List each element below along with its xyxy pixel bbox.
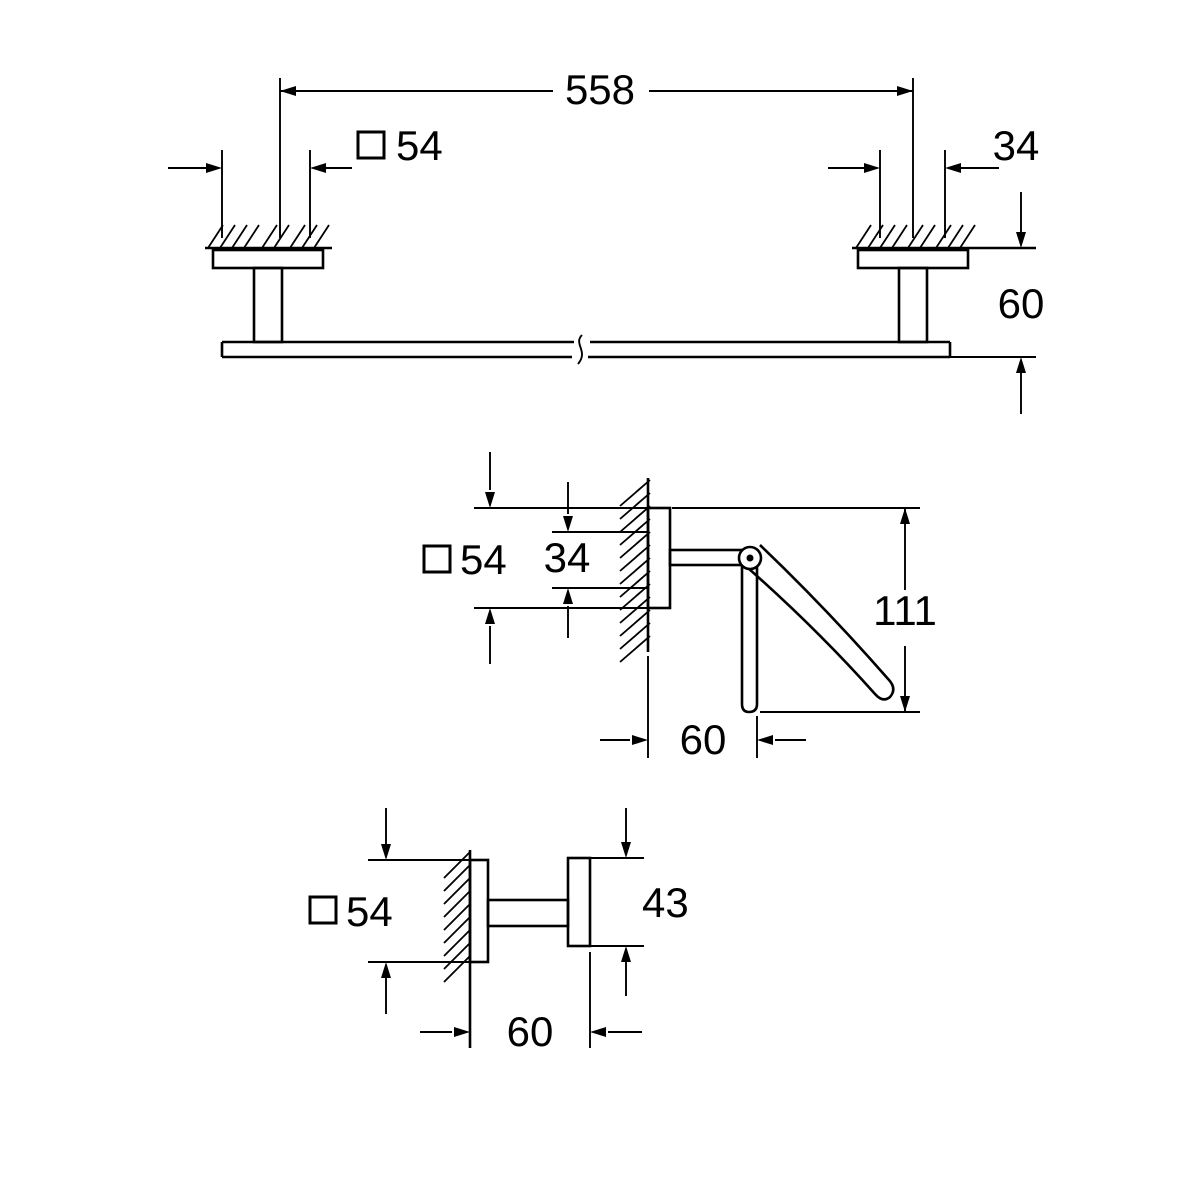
dim-54-arrow-right (310, 163, 326, 173)
dim-34-arrow-bottom (563, 588, 573, 604)
paper-holder-view: 54 34 111 60 (422, 452, 937, 763)
rail-bar (220, 340, 952, 359)
dim-558-arrow-right (897, 86, 913, 96)
wall-plate-right (856, 248, 970, 270)
dim-label-projection: 60 (680, 716, 727, 763)
hook-arm (486, 898, 570, 928)
towel-rail-view: 558 54 34 60 (168, 66, 1044, 414)
dim-111-arrow-bottom (900, 696, 910, 712)
dim-label-bracket: 34 (544, 534, 591, 581)
hook-head (566, 856, 592, 948)
wall-plate-left (211, 248, 325, 270)
dim-label-plate: 54 (346, 888, 393, 935)
square-profile-icon (356, 130, 386, 160)
pivot-center-dot (746, 554, 754, 562)
dim-label-height: 111 (873, 587, 937, 634)
dim-111-extensions (672, 507, 920, 713)
dim-60-arrow-top (1016, 232, 1026, 248)
dim-54-arrow-top (381, 844, 391, 860)
robe-hook-view: 54 43 60 (308, 808, 689, 1055)
roll-post (740, 562, 759, 714)
dim-54-arrow-bottom (381, 962, 391, 978)
dim-111-arrow-top (900, 508, 910, 524)
dim-60-arrow-right (590, 1027, 606, 1037)
dim-54-extensions (221, 150, 311, 238)
dim-558-extensions (279, 78, 914, 238)
wall-plate (646, 506, 672, 610)
wall-hatching-right (855, 224, 976, 249)
wall-hatching (443, 851, 471, 983)
wall-plate (468, 858, 490, 964)
dim-60-arrow-bottom (1016, 357, 1026, 373)
dim-34-arrow-left (864, 163, 880, 173)
cover-flap (747, 544, 895, 701)
dim-label-projection: 60 (507, 1008, 554, 1055)
dim-54-arrow-left (206, 163, 222, 173)
dim-54-arrow-top (485, 492, 495, 508)
dim-43-arrow-top (621, 842, 631, 858)
dim-label-plate: 54 (396, 122, 443, 169)
dim-label-length: 558 (565, 66, 635, 113)
dim-43-arrow-bottom (621, 946, 631, 962)
dim-43-extensions (590, 857, 644, 947)
dim-54-extensions (474, 507, 648, 609)
square-profile-icon (308, 895, 338, 925)
dim-label-plate: 54 (460, 536, 507, 583)
dim-60-arrow-left (454, 1027, 470, 1037)
post-left (252, 266, 284, 344)
post-right (897, 266, 929, 344)
dim-558-arrow-left (280, 86, 296, 96)
dim-34-arrow-top (563, 516, 573, 532)
dim-label-height: 60 (998, 280, 1045, 327)
dim-60-arrow-right (757, 735, 773, 745)
dim-60-extensions (647, 656, 758, 758)
dim-34-extensions (879, 150, 946, 238)
wall-hatching (619, 479, 651, 663)
dim-54-extensions (368, 859, 470, 963)
holder-arm (668, 548, 747, 567)
square-profile-icon (422, 544, 452, 574)
dim-label-offset: 34 (993, 122, 1040, 169)
dim-34-arrow-right (945, 163, 961, 173)
dim-label-head: 43 (642, 879, 689, 926)
dim-60-arrow-left (632, 735, 648, 745)
dim-54-arrow-bottom (485, 608, 495, 624)
rail-break-symbol (577, 334, 583, 365)
